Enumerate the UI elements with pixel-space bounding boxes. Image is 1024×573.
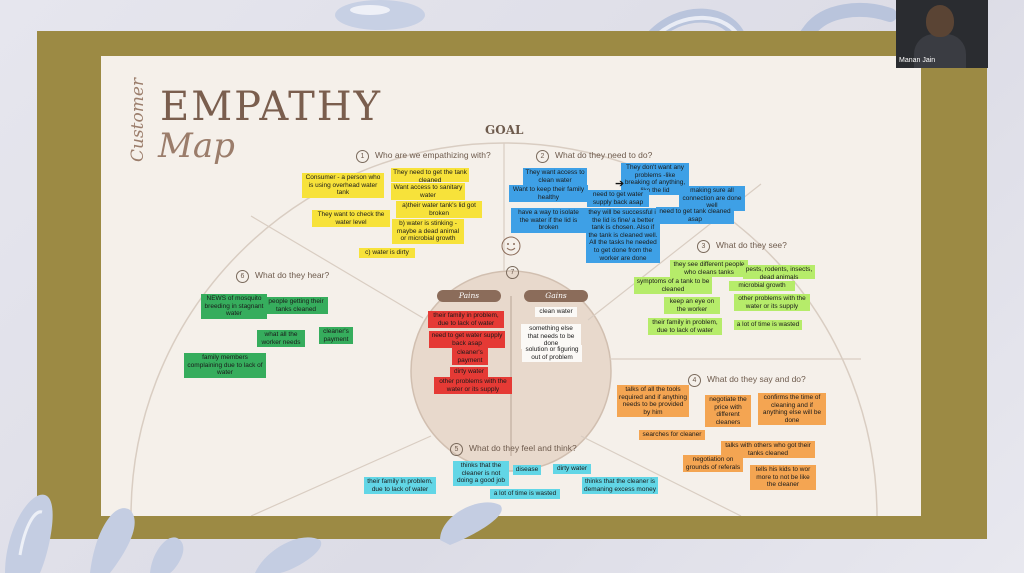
participant-avatar (926, 5, 954, 37)
sticky-note[interactable]: need to get water supply back asap (587, 190, 649, 208)
participant-video-tile[interactable]: Manan Jain (896, 0, 988, 68)
sticky-note[interactable]: their family in problem, due to lack of … (648, 318, 722, 336)
smiley-icon (501, 236, 521, 256)
sticky-note[interactable]: other problems with the water or its sup… (734, 294, 810, 312)
pain-note[interactable]: their family in problem, due to lack of … (428, 311, 504, 329)
sticky-note[interactable]: symptoms of a tank to be cleaned (634, 277, 712, 295)
pain-note[interactable]: other problems with the water or its sup… (434, 377, 512, 395)
sticky-note[interactable]: tells his kids to wor more to not be lik… (750, 465, 816, 490)
sticky-note[interactable]: They need to get the tank cleaned (391, 168, 469, 182)
sticky-note[interactable]: NEWS of mosquito breeding in stagnant wa… (201, 294, 267, 319)
title-map: Map (158, 126, 235, 166)
divider-4-5 (580, 435, 742, 516)
cursor-arrow-icon: ➔ (615, 178, 625, 190)
gain-note[interactable]: clean water (535, 307, 577, 317)
section-5-number: 5 (450, 443, 463, 456)
divider-5-6 (250, 435, 432, 516)
section-3-number: 3 (697, 240, 710, 253)
gains-label: Gains (524, 290, 588, 302)
pains-label: Pains (437, 290, 501, 302)
sticky-note[interactable]: family members complaining due to lack o… (184, 353, 266, 378)
sticky-note[interactable]: need to get tank cleaned asap (656, 207, 734, 225)
divider-6-1 (250, 215, 424, 319)
sticky-note[interactable]: talks of all the tools required and if a… (617, 385, 689, 418)
goal-label: GOAL (485, 123, 524, 137)
sticky-note[interactable]: have a way to isolate the water if the l… (511, 208, 586, 233)
participant-body (914, 34, 966, 68)
sticky-note[interactable]: negotiate the price with different clean… (705, 395, 751, 428)
sticky-note[interactable]: Want to keep their family healthy (509, 185, 588, 203)
sticky-note[interactable]: they will be successful if the lid is fi… (586, 208, 660, 264)
smiley-face-icon (506, 243, 516, 251)
sticky-note[interactable]: They want access to clean water (523, 168, 587, 186)
sticky-note[interactable]: cleaner's payment (319, 327, 353, 345)
sticky-note[interactable]: what all the worker needs (257, 330, 305, 348)
sticky-note[interactable]: thinks that the cleaner is demaning exce… (582, 477, 658, 495)
sticky-note[interactable]: They don't want any problems -like break… (621, 163, 689, 196)
sticky-note[interactable]: Consumer - a person who is using overhea… (302, 173, 384, 198)
sticky-note[interactable]: talks with others who got their tanks cl… (721, 441, 815, 459)
section-4-number: 4 (688, 374, 701, 387)
decor-blob-bottom-mid (255, 537, 322, 573)
sticky-note[interactable]: b) water is stinking - maybe a dead anim… (392, 219, 464, 244)
decor-blob-bottomleft (5, 494, 184, 573)
participant-name: Manan Jain (899, 57, 936, 64)
gain-note[interactable]: solution or figuring out of problem (522, 345, 582, 363)
sticky-note[interactable]: their family in problem, due to lack of … (364, 477, 436, 495)
sticky-note[interactable]: a lot of time is wasted (490, 489, 560, 499)
pain-note[interactable]: cleaner's payment (452, 348, 488, 366)
sticky-note[interactable]: confirms the time of cleaning and if any… (758, 393, 826, 426)
sticky-note[interactable]: making sure all connection are done well (679, 186, 745, 211)
sticky-note[interactable]: c) water is dirty (359, 248, 415, 258)
title-empathy: EMPATHY (160, 84, 383, 130)
sticky-note[interactable]: searches for cleaner (639, 430, 705, 440)
gain-note[interactable]: something else that needs to be done (521, 324, 581, 349)
section-6-number: 6 (236, 270, 249, 283)
sticky-note[interactable]: They want to check the water level (312, 210, 390, 228)
sticky-note[interactable]: Want access to sanitary water (391, 183, 465, 201)
sticky-note[interactable]: they see different people who cleans tan… (670, 260, 748, 278)
sticky-note[interactable]: thinks that the cleaner is not doing a g… (453, 461, 509, 486)
decor-blob-topleft (335, 0, 425, 30)
sticky-note[interactable]: negotiation on grounds of referals (683, 455, 743, 473)
sticky-note[interactable]: a)their water tank's lid got broken (396, 201, 482, 219)
decor-blob-bottomcenter (440, 502, 502, 545)
pain-note[interactable]: need to get water supply back asap (429, 331, 505, 349)
sticky-note[interactable]: pests, rodents, insects, dead animals (743, 265, 815, 279)
section-1-number: 1 (356, 150, 369, 163)
sticky-note[interactable]: disease (513, 465, 541, 475)
section-2-number: 2 (536, 150, 549, 163)
sticky-note[interactable]: dirty water (553, 464, 591, 474)
section-7-number: 7 (506, 266, 519, 279)
pain-note[interactable]: dirty water (450, 367, 488, 377)
sticky-note[interactable]: microbial growth (729, 281, 795, 291)
title-customer: Customer (128, 77, 148, 162)
sticky-note[interactable]: keep an eye on the worker (664, 297, 720, 315)
sticky-note[interactable]: a lot of time is wasted (734, 320, 802, 330)
sticky-note[interactable]: people getting their tanks cleaned (264, 297, 328, 315)
